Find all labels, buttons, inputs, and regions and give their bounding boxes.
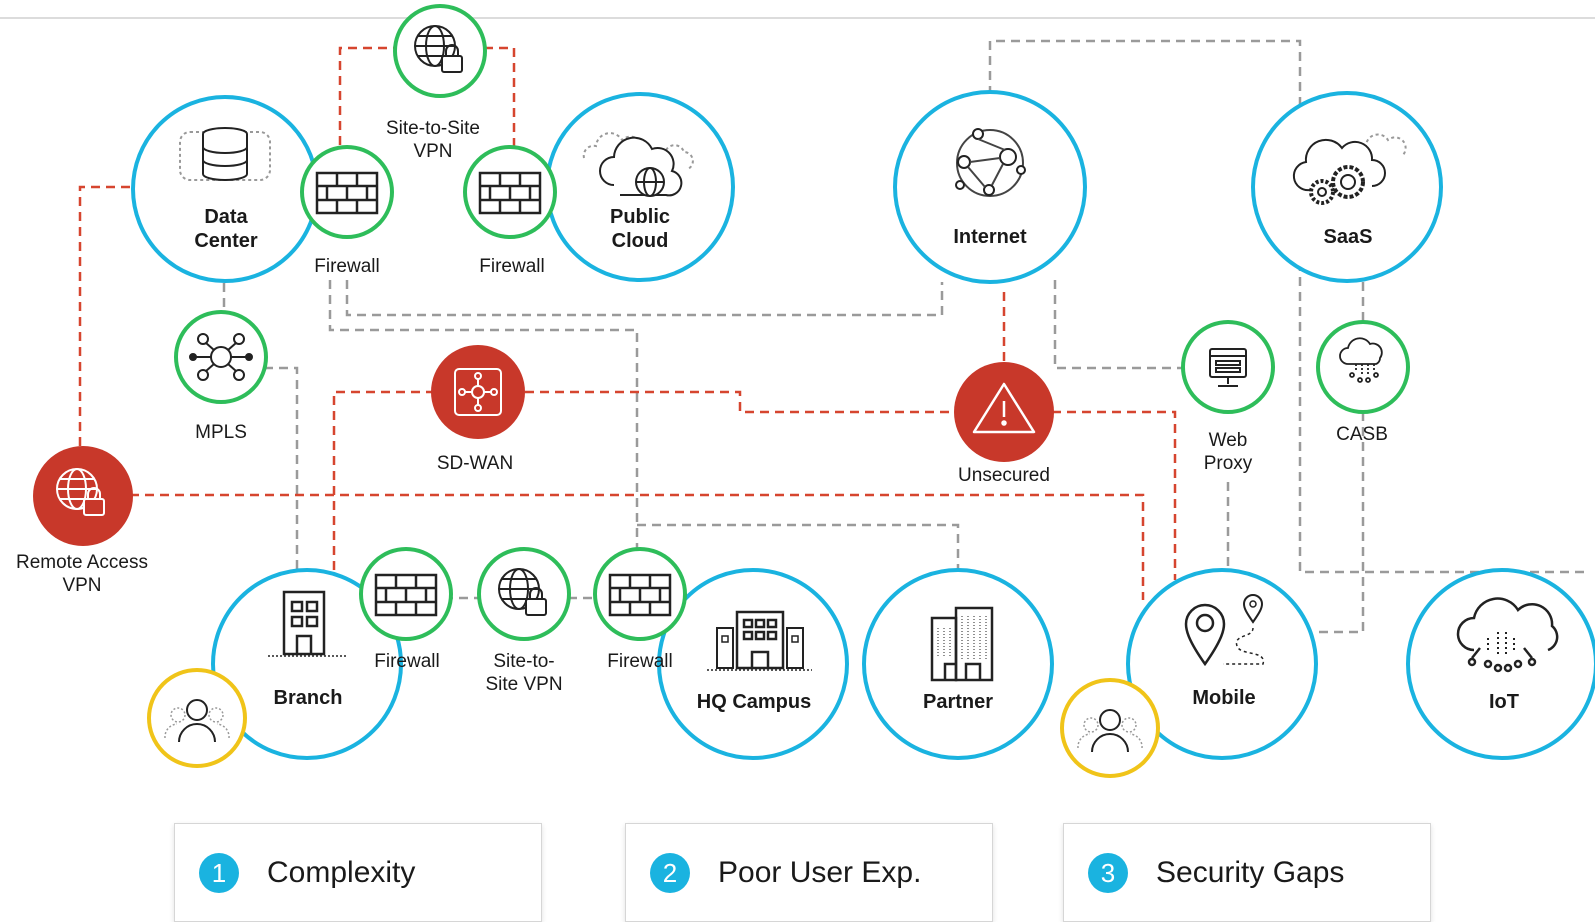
firewall-cloud-label: Firewall: [479, 256, 545, 277]
firewall-hq-label: Firewall: [607, 651, 673, 672]
partner-label: Partner: [922, 691, 994, 713]
saas-label: SaaS: [1323, 226, 1373, 248]
firewall-icon: [608, 573, 672, 617]
remote-vpn-node: [33, 446, 133, 546]
users-branch-ring: [147, 668, 247, 768]
cloud-gears-icon: [1292, 133, 1407, 205]
iot-ring: [1406, 568, 1595, 760]
site-vpn-bottom-ring: [477, 547, 571, 641]
firewall-branch-label: Firewall: [374, 651, 440, 672]
legend-text: Security Gaps: [1156, 856, 1345, 889]
iot-label: IoT: [1489, 691, 1519, 713]
globe-lock-icon: [498, 568, 547, 616]
cloud-globe-icon: [582, 132, 694, 197]
firewall-icon: [374, 573, 438, 617]
users-mobile-ring: [1060, 678, 1160, 778]
mpls-label: MPLS: [195, 422, 247, 443]
legend-text: Poor User Exp.: [718, 856, 922, 889]
users-icon: [1077, 709, 1143, 753]
legend-number-badge: 3: [1088, 853, 1128, 893]
partner-buildings-icon: [930, 606, 994, 682]
site-vpn-top-ring: [393, 4, 487, 98]
building-icon: [268, 590, 346, 657]
iot-cloud-icon: [1456, 597, 1559, 673]
mobile-ring: [1126, 568, 1318, 760]
globe-lock-icon: [56, 468, 105, 516]
mobile-label: Mobile: [1192, 687, 1256, 709]
campus-building-icon: [707, 610, 812, 671]
legend-item-complexity: 1 Complexity: [174, 823, 542, 922]
partner-ring: [862, 568, 1054, 760]
gray-connectors: [222, 39, 1585, 634]
internet-label: Internet: [953, 226, 1027, 248]
unsecured-label: Unsecured: [958, 465, 1050, 486]
casb-cloud-icon: [1339, 337, 1383, 383]
globe-lock-icon: [414, 25, 463, 73]
legend-text: Complexity: [267, 856, 416, 889]
sdwan-label: SD-WAN: [436, 453, 514, 474]
firewall-icon: [478, 171, 542, 215]
red-connectors: [78, 46, 1177, 600]
branch-label: Branch: [273, 687, 343, 709]
mpls-network-icon: [189, 333, 253, 381]
location-pin-icon: [1184, 594, 1264, 667]
firewall-dc-label: Firewall: [314, 256, 380, 277]
firewall-icon: [315, 171, 379, 215]
site-vpn-bottom-label: Site-to-Site VPN: [485, 651, 563, 695]
legend-number-badge: 1: [199, 853, 239, 893]
branch-ring: [211, 568, 403, 760]
users-icon: [164, 699, 230, 743]
casb-ring: [1316, 320, 1410, 414]
warning-icon: [972, 382, 1036, 434]
legend-item-security-gaps: 3 Security Gaps: [1063, 823, 1431, 922]
sdwan-node: [431, 345, 525, 439]
internet-network-icon: [955, 128, 1026, 197]
casb-label: CASB: [1336, 424, 1388, 445]
legend-item-poor-user-exp: 2 Poor User Exp.: [625, 823, 993, 922]
hq-campus-label: HQ Campus: [696, 691, 812, 713]
database-icon: [179, 127, 271, 181]
legend-number-badge: 2: [650, 853, 690, 893]
mpls-ring: [174, 310, 268, 404]
data-center-ring: [131, 95, 319, 283]
web-proxy-icon: [1209, 348, 1247, 387]
sdwan-icon: [454, 368, 502, 416]
